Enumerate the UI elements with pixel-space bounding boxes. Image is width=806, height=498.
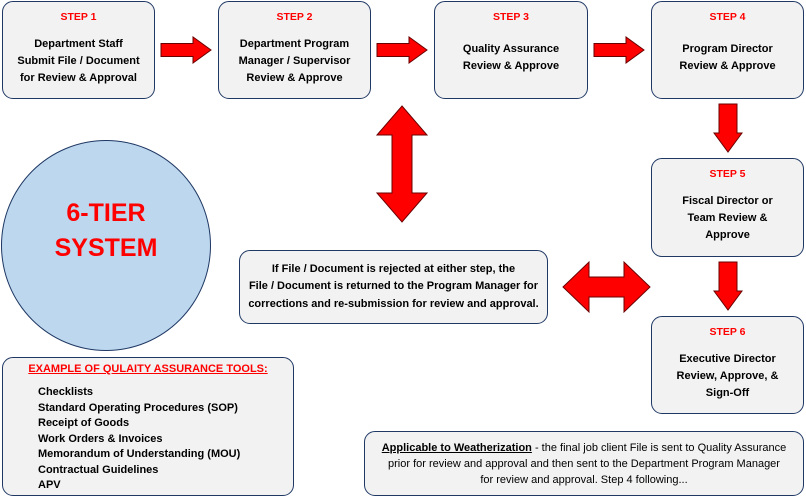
step-4-description: Program Director Review & Approve (652, 27, 803, 88)
step-6-text-line: Executive Director (679, 352, 776, 365)
step-5-description: Fiscal Director or Team Review & Approve (652, 184, 803, 253)
weatherization-text-line: for review and approval. Step 4 followin… (480, 473, 688, 486)
tier-system-circle: 6-TIER SYSTEM (1, 140, 211, 351)
step-2-text-line: Manager / Supervisor (238, 54, 351, 67)
step-4-text-line: Review & Approve (679, 59, 776, 72)
step-1-text-line: for Review & Approval (20, 71, 137, 84)
rejection-note-line: If File / Document is rejected at either… (271, 262, 516, 275)
arrow-step-2-to-step-3 (376, 36, 428, 64)
step-5-text-line: Team Review & (687, 212, 768, 224)
step-4-box: STEP 4 Program Director Review & Approve (651, 1, 804, 99)
double-arrow-vertical-rejection (375, 105, 429, 223)
step-4-label: STEP 4 (709, 11, 746, 23)
qa-tool-item: Receipt of Goods (38, 417, 130, 429)
step-5-box: STEP 5 Fiscal Director or Team Review & … (651, 158, 804, 257)
step-3-label: STEP 3 (493, 11, 529, 23)
step-1-text-line: Department Staff (34, 37, 123, 50)
tier-system-title: 6-TIER SYSTEM (2, 196, 210, 266)
weatherization-note-box: Applicable to Weatherization - the final… (364, 431, 804, 496)
step-6-text-line: Review, Approve, & (676, 369, 779, 382)
step-2-description: Department Program Manager / Supervisor … (219, 27, 370, 95)
qa-tool-item: Checklists (38, 386, 94, 398)
step-5-label: STEP 5 (709, 168, 746, 180)
step-3-text-line: Quality Assurance (462, 42, 560, 55)
step-1-description: Department Staff Submit File / Document … (3, 27, 154, 95)
arrow-step-3-to-step-4 (593, 36, 645, 64)
step-2-label: STEP 2 (276, 11, 313, 23)
step-6-box: STEP 6 Executive Director Review, Approv… (651, 316, 804, 414)
qa-tool-item: APV (38, 479, 61, 491)
step-5-text-line: Approve (705, 229, 750, 241)
weatherization-text-line: prior for review and approval and then s… (388, 457, 780, 470)
step-1-box: STEP 1 Department Staff Submit File / Do… (2, 1, 155, 99)
qa-tool-item: Standard Operating Procedures (SOP) (38, 401, 238, 414)
qa-tool-item: Contractual Guidelines (38, 463, 159, 476)
step-1-text-line: Submit File / Document (17, 54, 140, 67)
rejection-note-box: If File / Document is rejected at either… (239, 250, 548, 324)
qa-tools-title: EXAMPLE OF QULAITY ASSURANCE TOOLS: (28, 363, 268, 375)
weatherization-text: - the final job client File is sent to Q… (534, 441, 787, 454)
step-1-label: STEP 1 (60, 11, 97, 23)
weatherization-text-line: Applicable to Weatherization - the final… (382, 440, 787, 456)
step-3-text-line: Review & Approve (462, 59, 560, 72)
step-6-text-line: Sign-Off (705, 386, 750, 399)
step-2-text-line: Department Program (239, 37, 350, 50)
step-5-text-line: Fiscal Director or (682, 195, 773, 207)
step-4-text-line: Program Director (682, 42, 773, 55)
qa-tool-item: Work Orders & Invoices (38, 432, 163, 445)
arrow-step-5-to-step-6 (713, 261, 743, 311)
double-arrow-horizontal-rejection (562, 260, 651, 314)
arrow-step-1-to-step-2 (160, 36, 212, 64)
step-2-text-line: Review & Approve (246, 71, 343, 84)
rejection-note-line: corrections and re-submission for review… (248, 297, 539, 310)
tier-system-title-line: SYSTEM (54, 234, 158, 262)
rejection-note-line: File / Document is returned to the Progr… (248, 280, 539, 293)
step-6-label: STEP 6 (709, 326, 746, 338)
weatherization-heading: Applicable to Weatherization (381, 441, 532, 454)
qa-tool-item: Memorandum of Understanding (MOU) (38, 448, 241, 460)
step-3-box: STEP 3 Quality Assurance Review & Approv… (434, 1, 588, 99)
qa-tools-box: EXAMPLE OF QULAITY ASSURANCE TOOLS: Chec… (2, 357, 294, 496)
step-6-description: Executive Director Review, Approve, & Si… (652, 342, 803, 410)
qa-tools-list: Checklists Standard Operating Procedures… (38, 385, 240, 494)
tier-system-title-line: 6-TIER (66, 199, 146, 227)
step-2-box: STEP 2 Department Program Manager / Supe… (218, 1, 371, 99)
arrow-step-4-to-step-5 (713, 103, 743, 153)
step-3-description: Quality Assurance Review & Approve (435, 27, 587, 88)
